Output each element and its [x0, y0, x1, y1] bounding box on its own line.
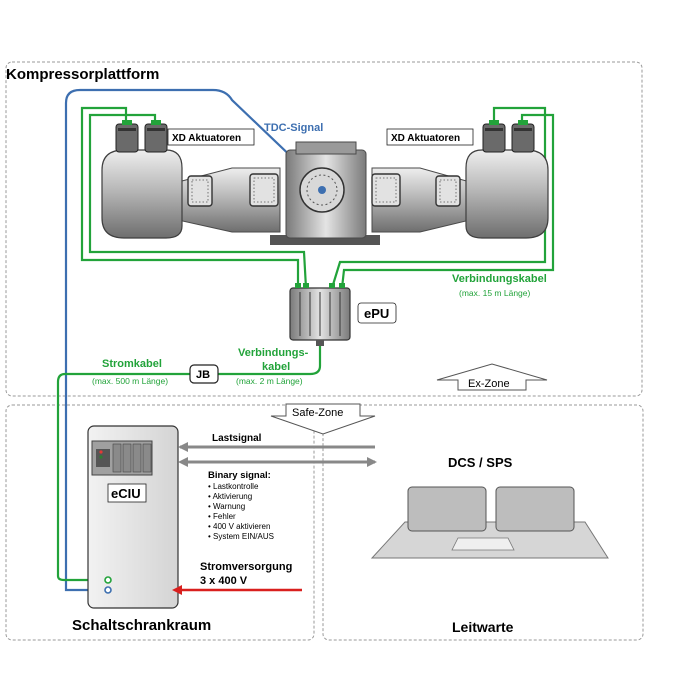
binary-signal-item: • 400 V aktivieren: [208, 522, 270, 531]
power-cable-note: (max. 500 m Länge): [92, 376, 168, 386]
control-desk: [370, 486, 609, 559]
tdc-signal-label: TDC-Signal: [264, 122, 323, 134]
jb-box: [189, 364, 219, 384]
dcs-label: DCS / SPS: [448, 455, 513, 470]
right-actuator-label: XD Aktuatoren: [391, 133, 460, 144]
compressor-platform-zone: [5, 61, 643, 397]
connection-cable-bottom-line1: Verbindungs-: [238, 347, 309, 359]
load-signal-arrow: [178, 442, 375, 452]
epu-unit: [289, 283, 351, 346]
binary-signal-title: Binary signal:: [208, 470, 271, 481]
binary-signal-item: • Fehler: [208, 512, 236, 521]
left-actuators: [115, 120, 168, 153]
binary-signal-item: • Warnung: [208, 502, 245, 511]
binary-signal-item: • System EIN/AUS: [208, 532, 274, 541]
connection-cable-top-label: Verbindungskabel: [452, 273, 547, 285]
control-room-title: Leitwarte: [452, 619, 514, 635]
tdc-signal-cable: [64, 88, 323, 592]
epu-label-box: [357, 302, 397, 324]
connection-cable-bottom-note: (max. 2 m Länge): [236, 376, 303, 386]
safe-zone-label: Safe-Zone: [292, 407, 343, 419]
power-supply-line1: Stromversorgung: [200, 561, 292, 573]
ex-zone-arrow: [436, 363, 548, 391]
compressor-assembly: [101, 141, 549, 245]
power-supply-arrow: [172, 585, 302, 595]
connection-cable-bottom-line2: kabel: [262, 361, 290, 373]
connection-cable-top-note: (max. 15 m Länge): [459, 288, 531, 298]
epu-label: ePU: [364, 306, 389, 321]
binary-signal-item: • Aktivierung: [208, 492, 252, 501]
jb-label: JB: [196, 369, 210, 381]
eciu-label: eCIU: [111, 486, 141, 501]
ex-zone-text: Ex-Zone: [468, 378, 510, 390]
load-signal-label: Lastsignal: [212, 433, 262, 444]
left-actuator-label-box: XD Aktuatoren: [167, 128, 255, 146]
binary-signal-list: • Lastkontrolle • Aktivierung • Warnung …: [208, 482, 274, 541]
cabinet-room-title: Schaltschrankraum: [72, 617, 211, 634]
monitor-right: [495, 486, 575, 532]
left-actuator-label: XD Aktuatoren: [172, 133, 241, 144]
power-cable-label: Stromkabel: [102, 358, 162, 370]
binary-signal-item: • Lastkontrolle: [208, 482, 259, 491]
binary-signal-arrow: [178, 457, 377, 467]
cabinet-room-zone: [5, 404, 315, 641]
safe-zone-arrow: [270, 403, 376, 435]
power-supply-line2: 3 x 400 V: [200, 575, 248, 587]
right-actuator-label-box: XD Aktuatoren: [386, 128, 474, 146]
platform-title: Kompressorplattform: [6, 66, 159, 83]
tdc-sensor-point: [318, 186, 326, 194]
monitor-left: [407, 486, 487, 532]
right-actuators: [482, 120, 535, 153]
eciu-cabinet: [87, 425, 179, 609]
